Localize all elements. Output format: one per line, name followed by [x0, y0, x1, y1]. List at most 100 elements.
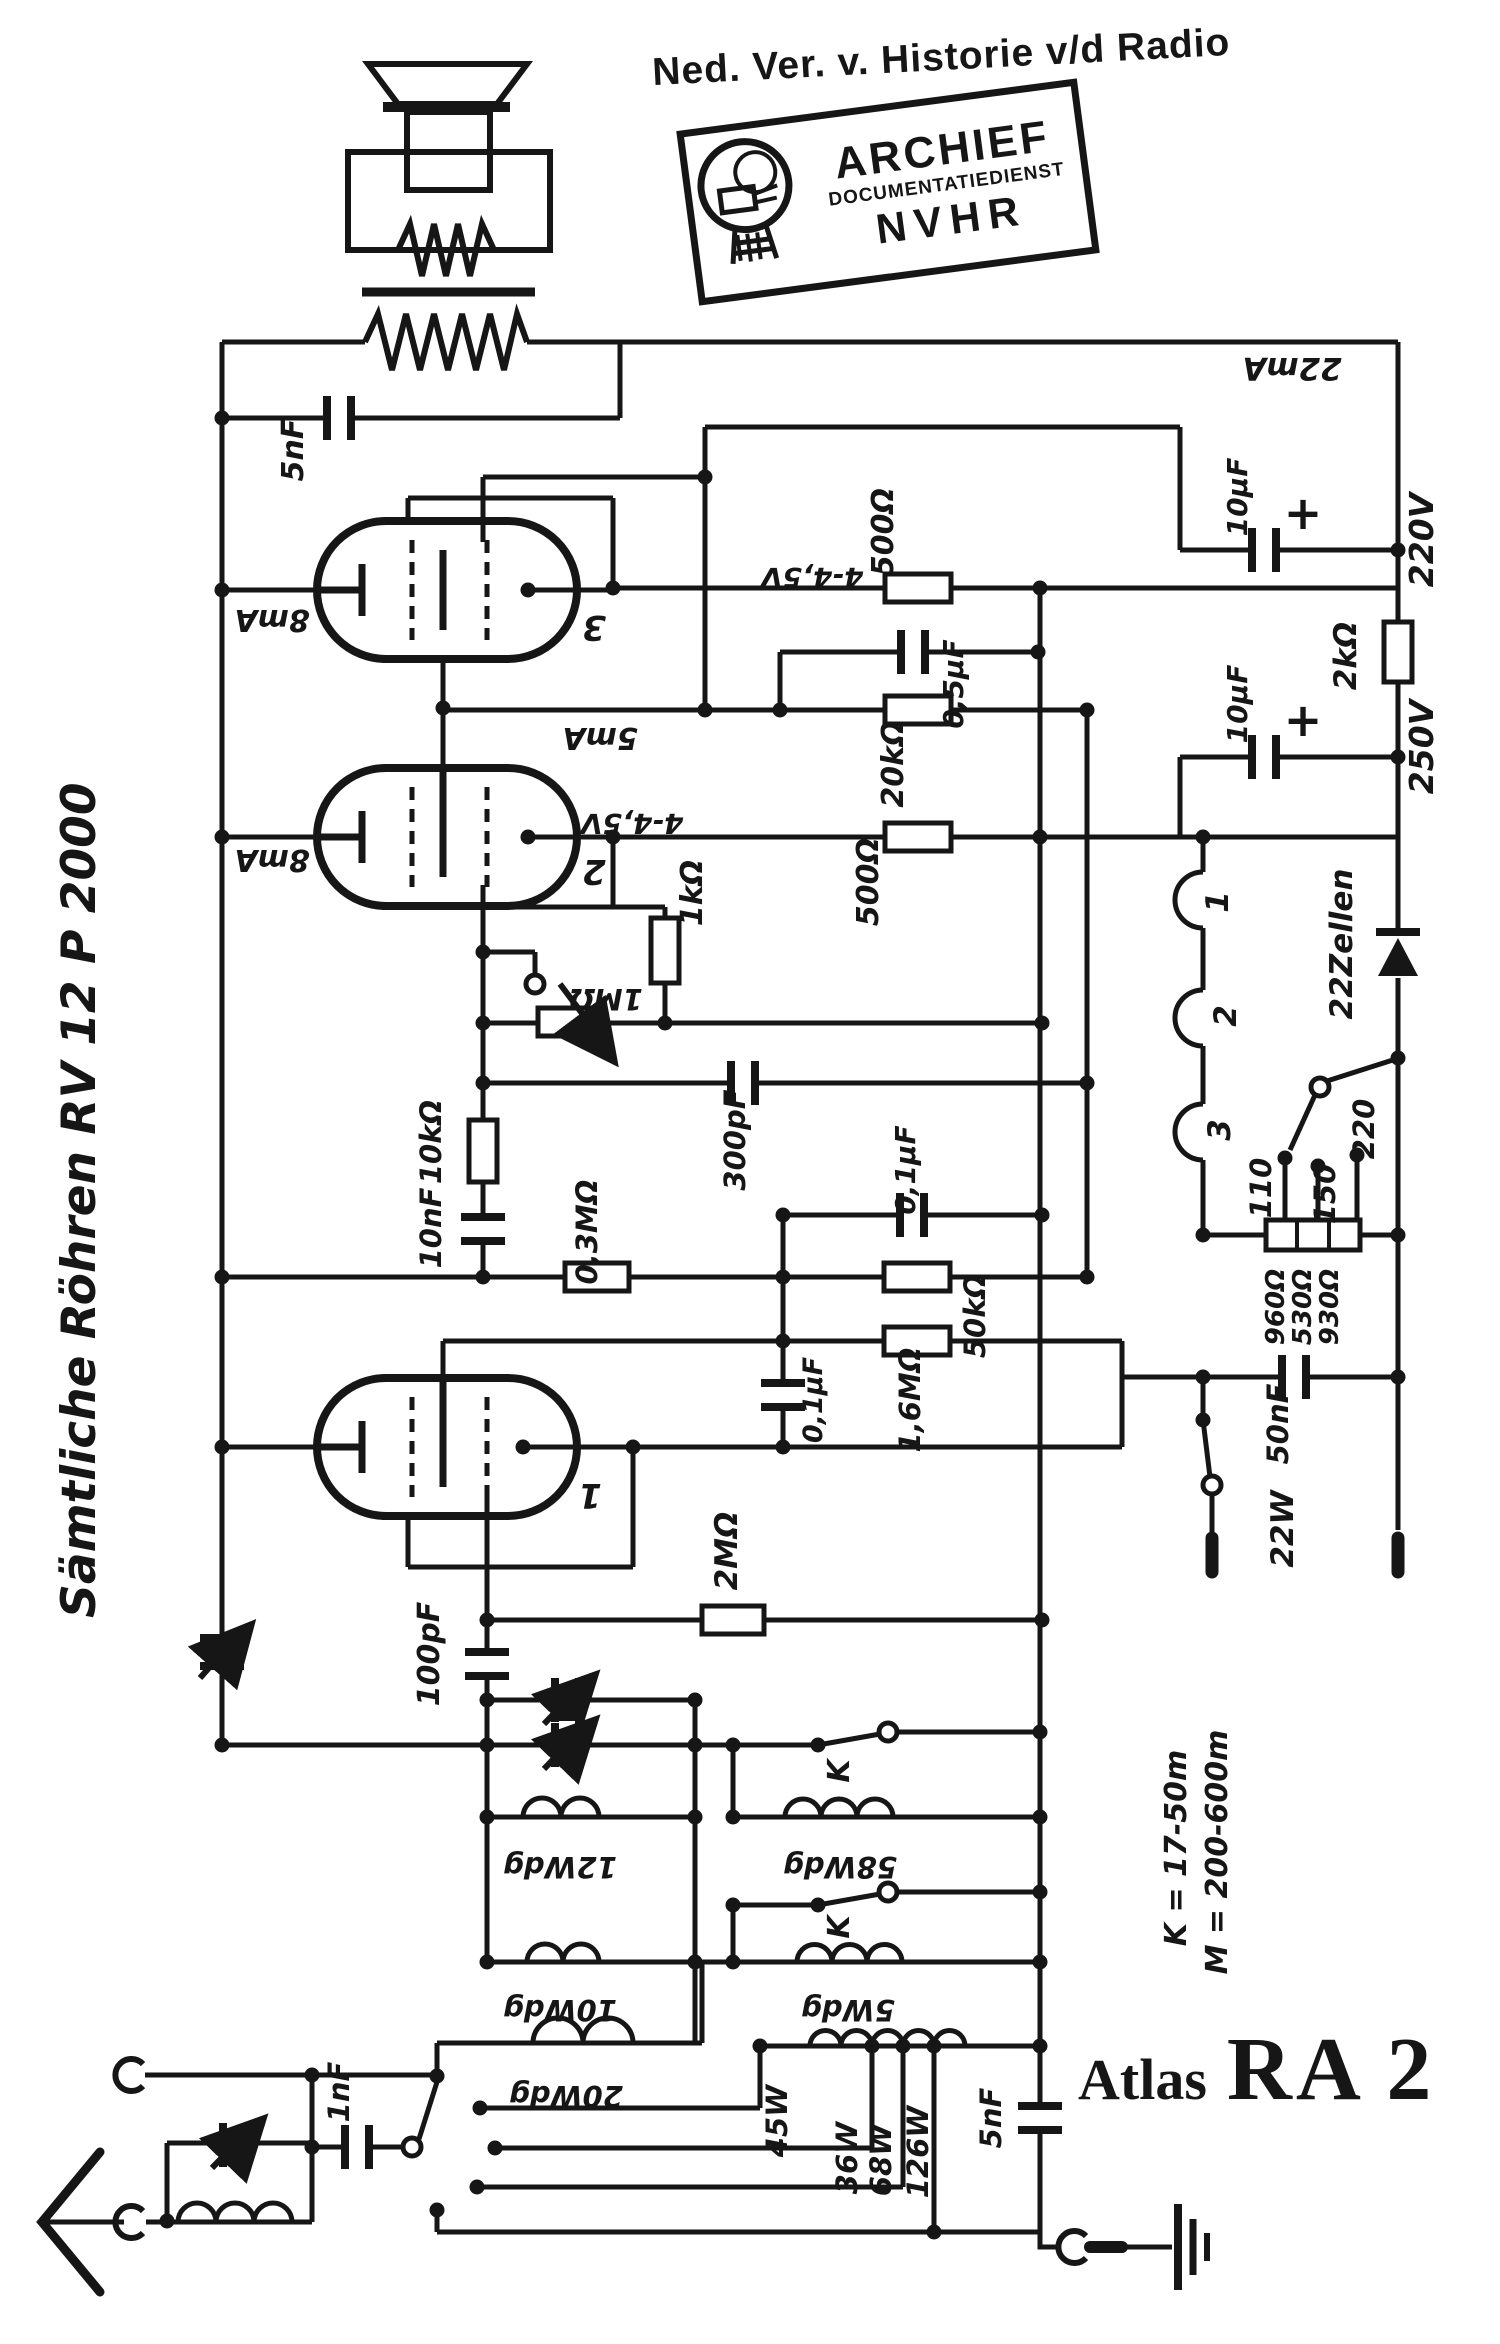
schematic-label: 1kΩ [675, 860, 710, 926]
speaker-assembly [345, 61, 553, 371]
schematic-label: 126W [901, 2104, 935, 2199]
junction-dot [1079, 702, 1095, 718]
junction-dot [697, 469, 713, 485]
junction-dot [214, 829, 230, 845]
resistor-1kohm [648, 915, 682, 986]
antenna-icon [36, 2147, 105, 2297]
junction-dot [926, 2224, 942, 2240]
junction-dot [520, 582, 536, 598]
junction-dot [687, 1692, 703, 1708]
schematic-label: 1 [1200, 891, 1236, 913]
schematic-label: 530Ω [1288, 1269, 1318, 1345]
junction-dot [429, 2202, 445, 2218]
schematic-label: M = 200-600m [1200, 1730, 1235, 1975]
junction-dot [159, 2213, 175, 2229]
schematic-label: 20Wdg [509, 2079, 623, 2113]
junction-dot [214, 1269, 230, 1285]
schematic-label: 2MΩ [709, 1512, 745, 1591]
output-winding [362, 303, 530, 371]
coil-12wdg [520, 1795, 602, 1818]
schematic-label: 0,1µF [889, 1125, 922, 1214]
junction-dot [1032, 580, 1048, 596]
schematic-label: 1MΩ [569, 982, 643, 1016]
schematic-label: 110 [1244, 1158, 1278, 1219]
brand-name: Atlas [1078, 2047, 1207, 2112]
junction-dot [479, 1809, 495, 1825]
schematic-label: 10µF [1221, 665, 1254, 744]
schematic-label: 250V [1402, 697, 1441, 794]
schematic-label: 68W [864, 2122, 898, 2196]
labels-layer: 5nF8mA8mA5mA4-4,5V4-4,5V321500Ω0,5µF20kΩ… [234, 350, 1441, 2198]
junction-dot [752, 2038, 768, 2054]
schematic-label: 3 [1202, 1119, 1238, 1141]
schematic-label: K = 17-50m [1159, 1750, 1194, 1946]
junction-dot [775, 1439, 791, 1455]
schematic-label: 5nF [276, 418, 311, 481]
schematic-label: 10kΩ [414, 1100, 448, 1184]
junction-dot [810, 1897, 826, 1913]
schematic-label: 8mA [234, 842, 309, 877]
antenna-socket-bottom [112, 2203, 146, 2241]
junction-dot [469, 2179, 485, 2195]
junction-dot [1032, 1884, 1048, 1900]
ground-socket [1055, 2228, 1089, 2266]
junction-dot [1390, 1227, 1406, 1243]
junction-dot [214, 410, 230, 426]
schematic-label: 2 [1208, 1005, 1244, 1027]
junction-dot [472, 2100, 488, 2116]
coil-58wdg [782, 1796, 896, 1818]
switch-terminal [400, 2135, 424, 2159]
schematic-label: 8mA [234, 602, 309, 637]
sockets [112, 2056, 1089, 2266]
resistor-500ohm-top [882, 571, 954, 605]
schematic-label: 2 [582, 851, 606, 891]
schematic-label: 1 [578, 1475, 602, 1515]
components [36, 394, 1420, 2297]
junction-dot [515, 1439, 531, 1455]
schematic-label: 2kΩ [1328, 622, 1364, 691]
junction-dot [214, 1737, 230, 1753]
junction-dot [1032, 1954, 1048, 1970]
schematic-label: 0,1µF [798, 1356, 829, 1443]
model-number: RA 2 [1226, 2020, 1436, 2119]
coils [175, 869, 1204, 2223]
junction-dot [1195, 1227, 1211, 1243]
schematic-label: 10µF [1221, 458, 1254, 537]
schematic-label: 1nF [322, 2061, 356, 2122]
junction-dot [1390, 749, 1406, 765]
schematic-label: 500Ω [866, 488, 901, 576]
tubes [313, 477, 633, 1520]
schematic-label: 300pF [718, 1089, 752, 1190]
switch-terminals-layer [400, 972, 1332, 2159]
junction-dot [1032, 1809, 1048, 1825]
coil-20wdg [530, 2015, 636, 2044]
ground-icon [1174, 2204, 1210, 2290]
junction-dot [725, 1809, 741, 1825]
junction-dot [479, 1612, 495, 1628]
tube-2 [313, 764, 613, 910]
junction-dot [605, 829, 621, 845]
schematic-label: 22Zellen [1324, 869, 1360, 1020]
schematic-label: + [1284, 693, 1323, 747]
junction-dot [1277, 1150, 1293, 1166]
switch-terminal [523, 972, 547, 996]
junction-dot [435, 700, 451, 716]
schematic-label: 4-4,5V [758, 561, 864, 594]
schematic-label: 100pF [412, 1601, 447, 1706]
schematic-label: 500Ω [851, 838, 886, 926]
side-title-tubes: Sämtliche Röhren RV 12 P 2000 [52, 782, 107, 1618]
junction-dot [479, 1692, 495, 1708]
resistor-0.3megohm [562, 1260, 632, 1294]
junction-dot [687, 1737, 703, 1753]
pot-arrow [552, 982, 619, 1068]
antenna-socket-top [112, 2056, 146, 2094]
schematic-label: 22W [1265, 1489, 1301, 1568]
schematic-label: 20kΩ [876, 720, 911, 807]
capacitors [323, 394, 1310, 2171]
coil-5wdg [794, 1942, 905, 1963]
archive-stamp: ARCHIEF DOCUMENTATIEDIENST NVHR [676, 78, 1100, 306]
junction-dot [1390, 542, 1406, 558]
schematic-label: 10nF [414, 1187, 448, 1268]
